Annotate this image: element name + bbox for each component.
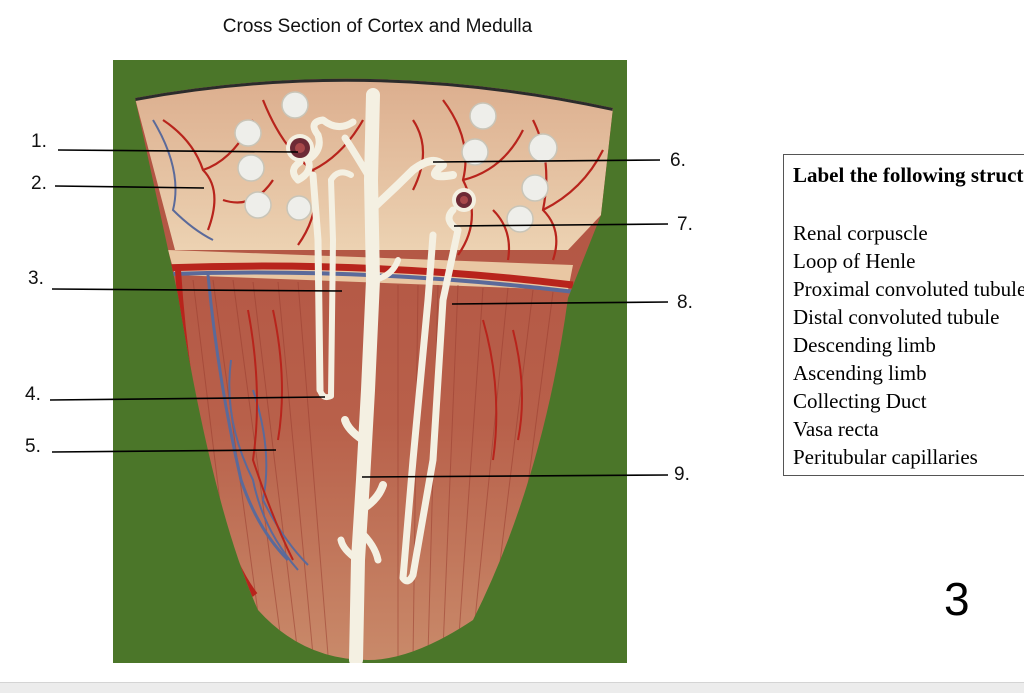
callout-3: 3.	[28, 268, 44, 289]
slide-title: Cross Section of Cortex and Medulla	[222, 16, 533, 37]
loop-of-henle	[317, 177, 336, 401]
ascending-limb	[399, 206, 462, 585]
proximal-convoluted-tubule	[290, 116, 357, 184]
descending-limb	[309, 171, 324, 394]
nephron-tubules	[290, 88, 462, 663]
term-renal-corpuscle: Renal corpuscle	[793, 221, 928, 245]
callout-7: 7.	[677, 214, 693, 235]
callout-5: 5.	[25, 436, 41, 457]
page-number: 3	[944, 573, 970, 625]
term-vasa-recta: Vasa recta	[793, 417, 879, 441]
callout-1: 1.	[31, 131, 47, 152]
kidney-model-photo	[113, 60, 627, 663]
renal-capsule	[135, 78, 613, 111]
callout-6: 6.	[670, 150, 686, 171]
term-peritubular-capillaries: Peritubular capillaries	[793, 445, 978, 469]
label-instructions-box: Label the following structures: Renal co…	[783, 154, 1024, 476]
term-collecting-duct: Collecting Duct	[793, 389, 927, 413]
callout-2: 2.	[31, 173, 47, 194]
callout-8: 8.	[677, 292, 693, 313]
term-distal-convoluted-tubule: Distal convoluted tubule	[793, 305, 1000, 329]
label-box-heading: Label the following structures:	[793, 163, 1024, 187]
term-descending-limb: Descending limb	[793, 333, 936, 357]
vasa-recta	[152, 119, 309, 571]
distal-convoluted-tubule	[367, 157, 457, 214]
structure-term-list: Renal corpuscle Loop of Henle Proximal c…	[793, 219, 1024, 471]
callout-9: 9.	[674, 464, 690, 485]
term-loop-of-henle: Loop of Henle	[793, 249, 916, 273]
glomeruli	[234, 91, 558, 233]
callout-4: 4.	[25, 384, 41, 405]
bottom-scroll-bar[interactable]	[0, 682, 1024, 693]
term-ascending-limb: Ascending limb	[793, 361, 927, 385]
term-proximal-convoluted-tubule: Proximal convoluted tubule	[793, 277, 1024, 301]
